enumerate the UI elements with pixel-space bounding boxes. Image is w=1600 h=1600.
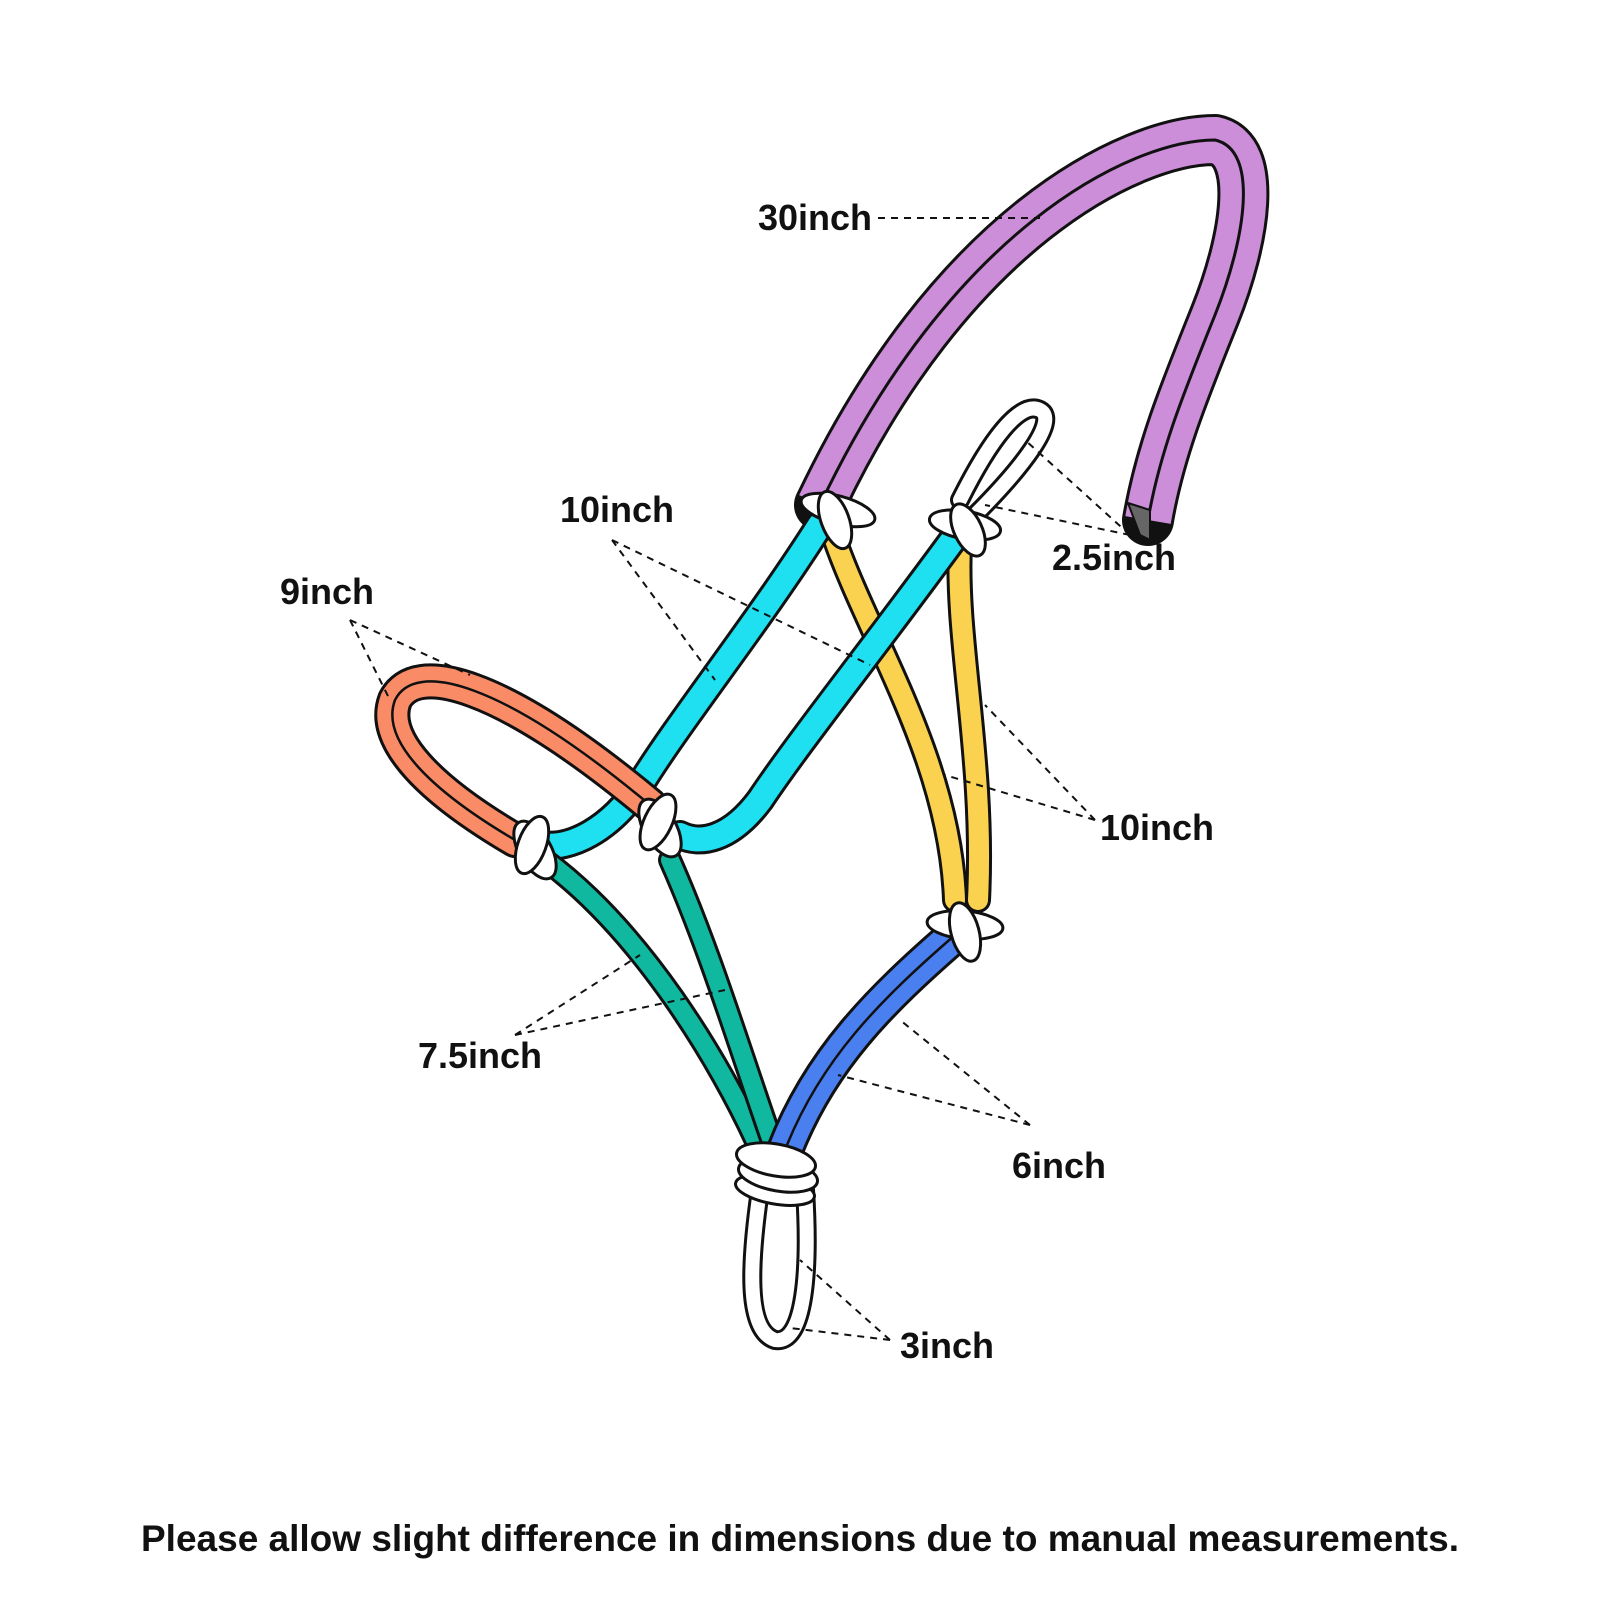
leader-throat-b bbox=[944, 774, 1096, 821]
label-cheek: 10inch bbox=[560, 489, 674, 530]
leader-lower-left-b bbox=[514, 989, 726, 1036]
knot-top-left bbox=[799, 489, 877, 551]
label-throat: 10inch bbox=[1100, 807, 1214, 848]
leader-throat-a bbox=[984, 704, 1096, 821]
tie-loop bbox=[742, 1180, 817, 1351]
tail-tip bbox=[1126, 501, 1151, 542]
nose-loop bbox=[374, 663, 668, 858]
knot-top-right bbox=[927, 502, 1003, 558]
knot-bottom bbox=[734, 1141, 819, 1207]
lower-right-strands bbox=[766, 916, 974, 1169]
throat-strand bbox=[822, 527, 993, 913]
leader-nose-b bbox=[349, 619, 471, 676]
label-nose: 9inch bbox=[280, 571, 374, 612]
label-lower-right: 6inch bbox=[1012, 1145, 1106, 1186]
knot-nose-left bbox=[512, 814, 558, 881]
top-loop bbox=[950, 398, 1056, 525]
knot-nose-right bbox=[637, 792, 683, 859]
leader-loop-a bbox=[1024, 439, 1131, 536]
footer-note: Please allow slight difference in dimens… bbox=[141, 1518, 1459, 1559]
leader-lower-right-b bbox=[837, 1074, 1031, 1126]
cheek-strands bbox=[525, 510, 975, 861]
label-crown: 30inch bbox=[758, 197, 872, 238]
crown-strap bbox=[794, 114, 1270, 546]
lower-left-strands bbox=[533, 848, 787, 1162]
leader-tie-b bbox=[789, 1327, 891, 1341]
knot-throat bbox=[925, 901, 1005, 963]
label-tie-loop: 3inch bbox=[900, 1325, 994, 1366]
leader-lower-right-a bbox=[899, 1019, 1031, 1126]
leader-lower-left-a bbox=[514, 954, 641, 1036]
leader-lines bbox=[349, 217, 1131, 1341]
leader-loop-b bbox=[984, 504, 1131, 536]
leader-cheek-a bbox=[611, 539, 716, 681]
leader-nose-a bbox=[349, 619, 391, 701]
label-loop: 2.5inch bbox=[1052, 537, 1176, 578]
leader-cheek-b bbox=[611, 539, 871, 666]
label-lower-left: 7.5inch bbox=[418, 1035, 542, 1076]
